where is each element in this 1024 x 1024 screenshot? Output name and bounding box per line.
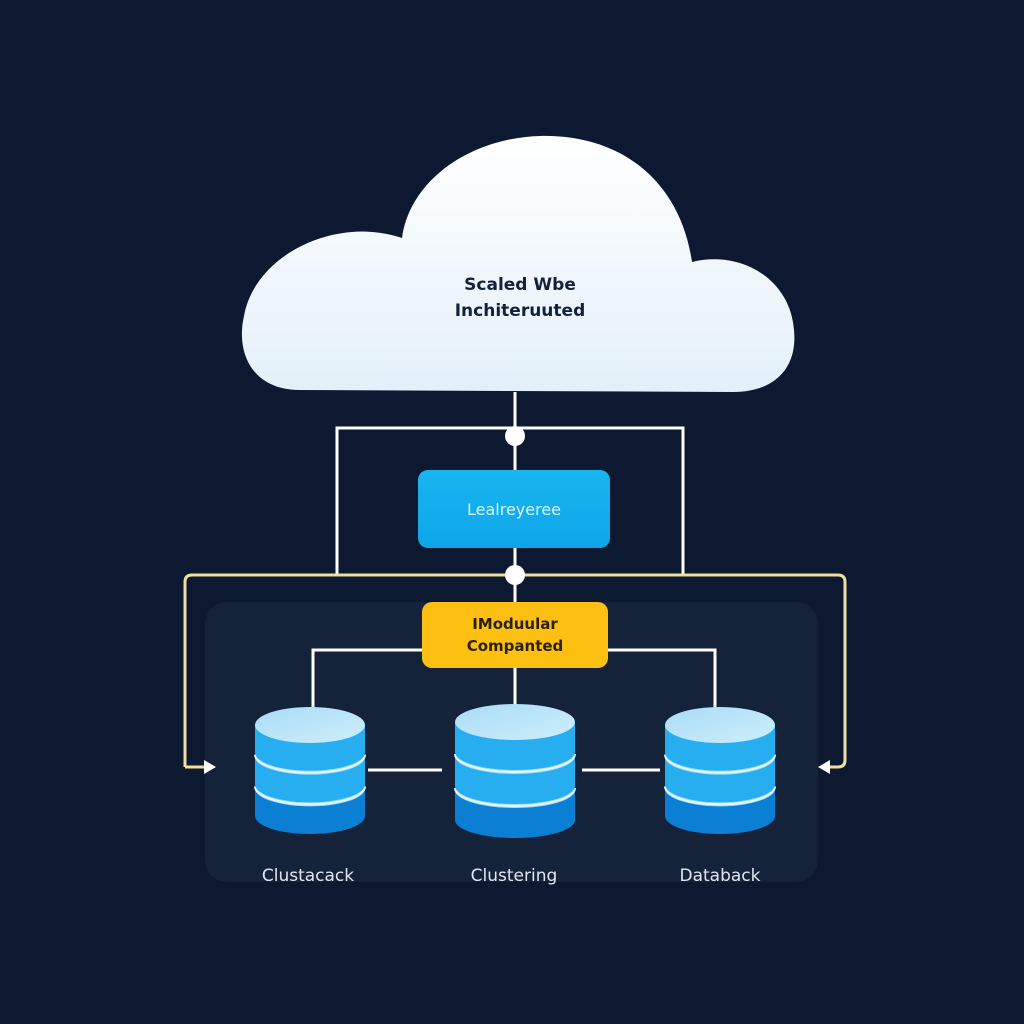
feedback-loop [183,573,847,769]
modular-component-label-line2: Companted [466,637,564,655]
cloud-shape [241,135,795,393]
modular-component-label-line1: IModuular [472,615,558,633]
connector-mc-db3 [608,648,717,710]
cloud-title-line1: Scaled Wbe [464,275,576,295]
database-label: Databack [679,866,761,886]
database-label: Clustacack [261,866,355,886]
database-icon [664,707,776,834]
cloud-title: Scaled Wbe Inchiteruuted [380,272,660,324]
connector-mc-db1 [311,648,422,710]
database-icon [254,707,366,834]
feedback-connectors [183,573,847,769]
modular-component-node[interactable]: IModuular Companted [422,602,608,668]
junction-node [505,565,525,585]
database-label: Clustering [470,866,558,886]
load-balancer-node[interactable]: Lealreyeree [418,470,610,548]
arrow-left-icon [818,760,830,774]
database-icons [254,704,776,838]
database-icon [454,704,576,838]
arrow-right-icon [204,760,216,774]
cloud-title-line2: Inchiteruuted [454,301,586,321]
junction-node [505,426,525,446]
load-balancer-label: Lealreyeree [466,499,562,519]
